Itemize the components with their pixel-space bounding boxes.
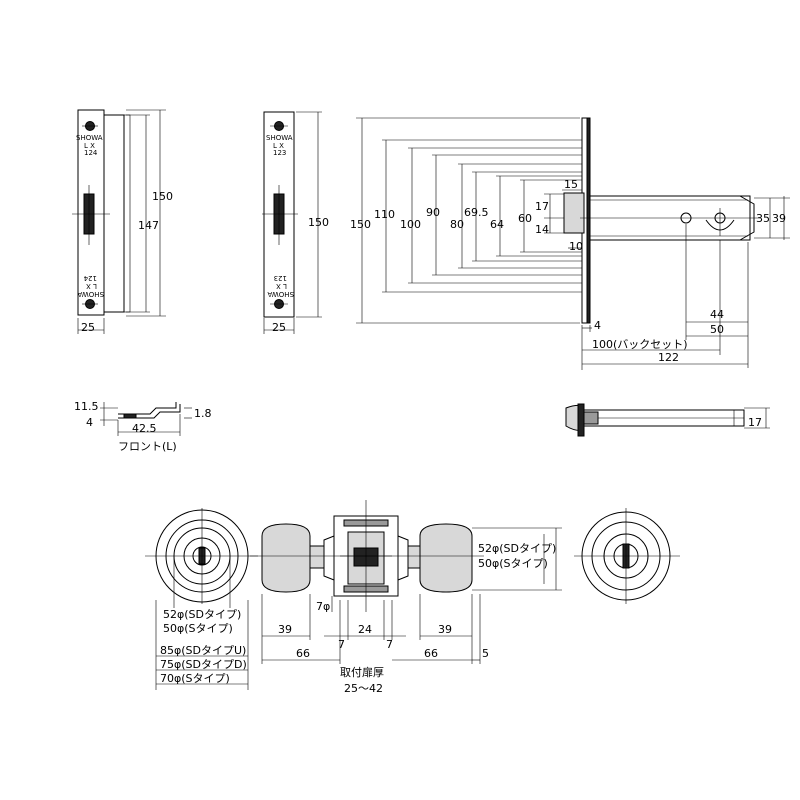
dim-backset: 100(バックセット) (592, 338, 688, 351)
dim-17-top: 17 (748, 416, 762, 429)
dim-14: 14 (535, 223, 549, 236)
dim-50: 50 (710, 323, 724, 336)
dim-100: 100 (400, 218, 421, 231)
dim-17: 17 (535, 200, 549, 213)
plate2-brand: SHOWA (266, 134, 293, 142)
plate2-mark: L X (273, 142, 284, 150)
dim-knob-left: 39 (278, 623, 292, 636)
dim-15: 15 (564, 178, 578, 191)
front-plate-1: SHOWA L X 124 124 L X SHOWA 25 147 150 (72, 109, 173, 334)
dim-150: 150 (350, 218, 371, 231)
dim-10: 10 (569, 240, 583, 253)
dim-66-left: 66 (296, 647, 310, 660)
plate1-mark-inv: L X (86, 282, 97, 290)
dim-11-5: 11.5 (74, 400, 99, 413)
dim-64: 64 (490, 218, 504, 231)
dim-110: 110 (374, 208, 395, 221)
plate2-dim-width: 25 (272, 321, 286, 334)
plate1-code: 124 (84, 149, 98, 157)
plate1-brand-inv: SHOWA (77, 290, 104, 298)
dim-7-left: 7 (338, 638, 345, 651)
dim-4: 4 (594, 319, 601, 332)
plate1-dim-147: 147 (138, 219, 159, 232)
plate1-dim-width: 25 (81, 321, 95, 334)
plate1-dim-150: 150 (152, 190, 173, 203)
right-label-52: 52φ(SDタイプ) (478, 542, 556, 555)
dim-7phi: 7φ (316, 600, 330, 613)
plate1-brand: SHOWA (76, 134, 103, 142)
escutcheon-85: 85φ(SDタイプU) (160, 644, 246, 657)
dim-7-right: 7 (386, 638, 393, 651)
dim-122: 122 (658, 351, 679, 364)
dim-42-5: 42.5 (132, 422, 157, 435)
plate1-code-inv: 124 (83, 274, 97, 282)
plate2-mark-inv: L X (276, 282, 287, 290)
dim-4-section: 4 (86, 416, 93, 429)
plate2-brand-inv: SHOWA (267, 290, 294, 298)
dim-5: 5 (482, 647, 489, 660)
dim-69-5: 69.5 (464, 206, 489, 219)
dim-90: 90 (426, 206, 440, 219)
plate2-dim-150: 150 (308, 216, 329, 229)
right-label-50: 50φ(Sタイプ) (478, 557, 548, 570)
front-plate-2: SHOWA L X 123 123 L X SHOWA 25 150 (262, 111, 329, 334)
door-range: 25〜42 (344, 682, 383, 695)
dim-1-8: 1.8 (194, 407, 212, 420)
plate2-code-inv: 123 (274, 274, 287, 282)
plate2-code: 123 (273, 149, 286, 157)
knob-assembly-view: 52φ(SDタイプ) 50φ(Sタイプ) 85φ(SDタイプU) 75φ(SDタ… (145, 500, 680, 695)
escutcheon-75: 75φ(SDタイプD) (160, 658, 247, 671)
latch-side-view: 150 110 100 90 80 69.5 64 60 17 14 15 10… (350, 117, 790, 370)
dim-knob-right: 39 (438, 623, 452, 636)
dim-44: 44 (710, 308, 724, 321)
rose-outer-label: 52φ(SDタイプ) (163, 608, 241, 621)
dim-80: 80 (450, 218, 464, 231)
dim-60: 60 (518, 212, 532, 225)
plate1-mark: L X (84, 142, 95, 150)
rose-inner-label: 50φ(Sタイプ) (163, 622, 233, 635)
dim-66-right: 66 (424, 647, 438, 660)
latch-top-view: 17 (565, 403, 770, 437)
escutcheon-70: 70φ(Sタイプ) (160, 672, 230, 685)
dim-24: 24 (358, 623, 372, 636)
door-caption: 取付扉厚 (340, 666, 384, 679)
dim-35: 35 (756, 212, 770, 225)
front-section-caption: フロント(L) (118, 440, 177, 453)
front-section-view: 11.5 4 1.8 42.5 フロント(L) (74, 400, 212, 453)
dim-39: 39 (772, 212, 786, 225)
